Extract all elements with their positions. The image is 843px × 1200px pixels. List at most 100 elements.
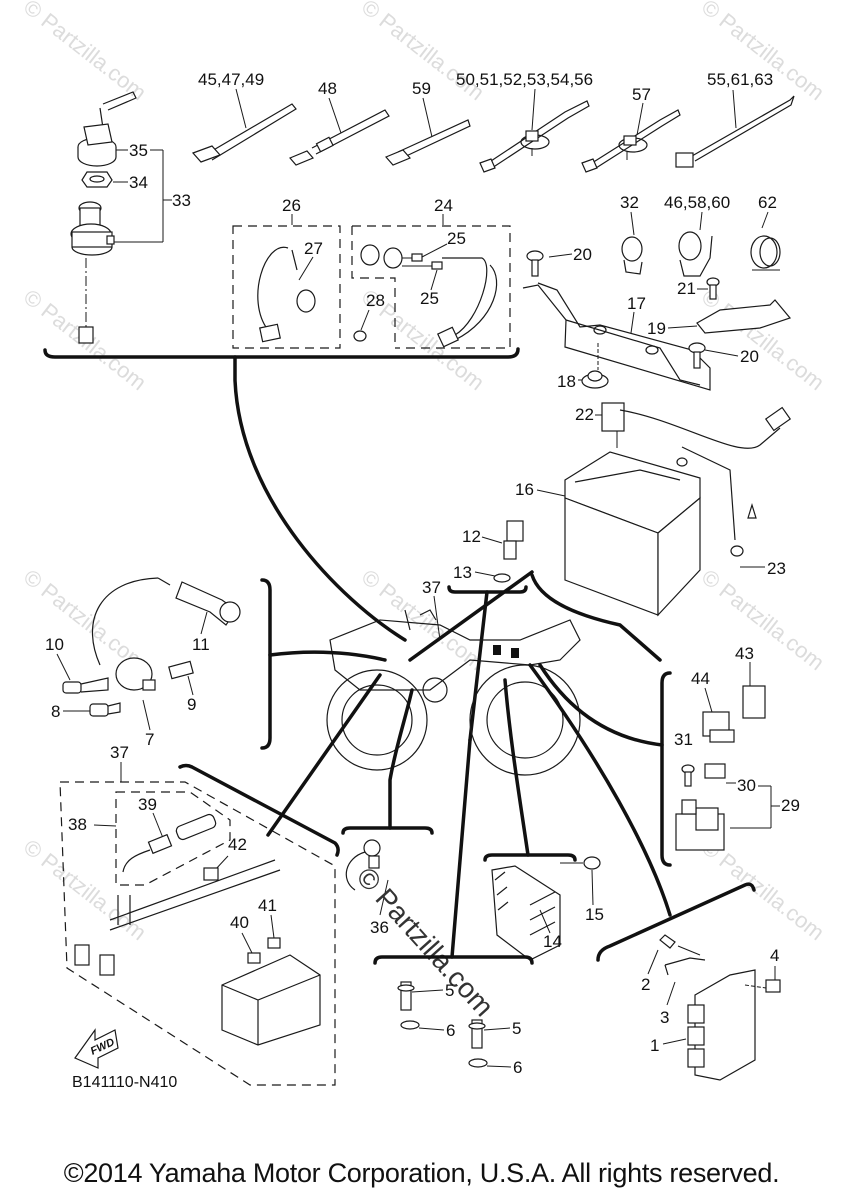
callout-label: 14: [543, 932, 562, 951]
battery-16[interactable]: 22 16 23: [515, 402, 792, 617]
callout-label: 12: [462, 527, 481, 546]
clamp-62[interactable]: 62: [750, 193, 781, 271]
group-bracket: [596, 882, 756, 962]
callout-label: 6: [446, 1021, 455, 1040]
main-switch-assembly[interactable]: 35 34 33: [70, 91, 191, 344]
callout-label: 30: [737, 776, 756, 795]
callout-label: 22: [575, 405, 594, 424]
callout-label: 59: [412, 79, 431, 98]
cable-tie-57[interactable]: 57: [581, 85, 681, 173]
callout-label: 27: [304, 239, 323, 258]
leader-line: [528, 663, 672, 917]
watermark: © Partzilla.com: [697, 0, 829, 105]
callout-label: 32: [620, 193, 639, 212]
cable-tie-50-56[interactable]: 50,51,52,53,54,56: [456, 70, 593, 173]
copyright-notice: ©2014 Yamaha Motor Corporation, U.S.A. A…: [63, 1158, 780, 1188]
callout-label: 34: [129, 173, 148, 192]
callout-label: 3: [660, 1008, 669, 1027]
callout-label: 20: [573, 245, 592, 264]
callout-label: 28: [366, 291, 385, 310]
lead-assembly-24[interactable]: 24 25 25 28: [351, 196, 511, 349]
callout-label: 13: [453, 563, 472, 582]
callout-label: 35: [129, 141, 148, 160]
callout-label: 5: [512, 1019, 521, 1038]
callout-label: 55,61,63: [707, 70, 773, 89]
watermark: © Partzilla.com: [19, 834, 151, 945]
sensor-12[interactable]: 12 13: [447, 520, 528, 742]
cable-tie-55-61-63[interactable]: 55,61,63: [675, 70, 795, 168]
callout-label: 18: [557, 372, 576, 391]
diagram-reference-code: B141110-N410: [72, 1074, 177, 1091]
callout-label: 17: [627, 294, 646, 313]
callout-label: 29: [781, 796, 800, 815]
rectifier-14[interactable]: 14 15: [491, 856, 604, 961]
callout-label: 7: [145, 730, 154, 749]
lead-assembly-26[interactable]: 26 27: [232, 196, 341, 349]
leader-line: [388, 688, 414, 830]
leader-line: [450, 738, 472, 959]
cover-19[interactable]: 21 19: [647, 277, 792, 338]
leader-line: [408, 570, 534, 662]
callout-label: 24: [434, 196, 453, 215]
atv-overview: 37: [326, 578, 581, 776]
callout-label: 11: [192, 635, 210, 654]
callout-label: 36: [370, 918, 389, 937]
watermark: © Partzilla.com: [697, 564, 829, 675]
callout-label: 25: [420, 289, 439, 308]
callout-label: 37: [422, 578, 441, 597]
callout-label: 26: [282, 196, 301, 215]
leader-line: [268, 650, 387, 662]
callout-label: 44: [691, 669, 710, 688]
clamp-46-58-60[interactable]: 46,58,60: [664, 193, 730, 277]
callout-label: 21: [677, 279, 696, 298]
switch-36[interactable]: 36: [345, 839, 389, 937]
callout-label: 42: [228, 835, 247, 854]
callout-label: 4: [770, 946, 779, 965]
callout-label: 5: [445, 981, 454, 1000]
callout-label: 33: [172, 191, 191, 210]
callout-label: 31: [674, 730, 693, 749]
callout-label: 9: [187, 695, 196, 714]
wire-harness-37[interactable]: 37 38 39 42 40 41: [59, 743, 336, 1086]
callout-label: 39: [138, 795, 157, 814]
bolt-set-5-6[interactable]: 5 6 5 6: [397, 981, 522, 1077]
callout-label: 38: [68, 815, 87, 834]
callout-label: 40: [230, 913, 249, 932]
callout-label: 37: [110, 743, 129, 762]
callout-label: 2: [641, 975, 650, 994]
ecu-1[interactable]: 2 3 1 4: [641, 934, 781, 1081]
callout-label: 46,58,60: [664, 193, 730, 212]
cable-tie-59[interactable]: 59: [384, 79, 471, 166]
group-bracket: [660, 671, 672, 867]
callout-label: 50,51,52,53,54,56: [456, 70, 593, 89]
cable-tie-45-47-49[interactable]: 45,47,49: [191, 70, 297, 163]
callout-label: 19: [647, 319, 666, 338]
callout-label: 62: [758, 193, 777, 212]
leader-line: [538, 663, 664, 747]
callout-label: 45,47,49: [198, 70, 264, 89]
bracket-17[interactable]: 20 17 18 20: [522, 245, 759, 391]
callout-label: 48: [318, 79, 337, 98]
callout-label: 8: [51, 702, 60, 721]
callout-label: 20: [740, 347, 759, 366]
leader-line: [503, 678, 530, 857]
clamp-32[interactable]: 32: [620, 193, 643, 275]
relay-group[interactable]: 43 44 31 30 29: [674, 644, 800, 851]
callout-label: 57: [632, 85, 651, 104]
callout-label: 16: [515, 480, 534, 499]
group-bracket: [260, 578, 272, 750]
watermark-large: © Partzilla.com: [351, 861, 500, 1022]
callout-label: 1: [650, 1036, 659, 1055]
ignition-coil-7[interactable]: 11 10 9 8 7: [45, 577, 241, 749]
group-bracket: [178, 763, 340, 857]
watermark: © Partzilla.com: [19, 0, 151, 105]
watermark: © Partzilla.com: [697, 834, 829, 945]
callout-label: 25: [447, 229, 466, 248]
watermark: © Partzilla.com: [697, 284, 829, 395]
leader-line: [233, 355, 407, 642]
callout-label: 43: [735, 644, 754, 663]
cable-tie-48[interactable]: 48: [289, 79, 390, 166]
callout-label: 41: [258, 896, 277, 915]
fwd-arrow: FWD: [74, 1028, 119, 1069]
